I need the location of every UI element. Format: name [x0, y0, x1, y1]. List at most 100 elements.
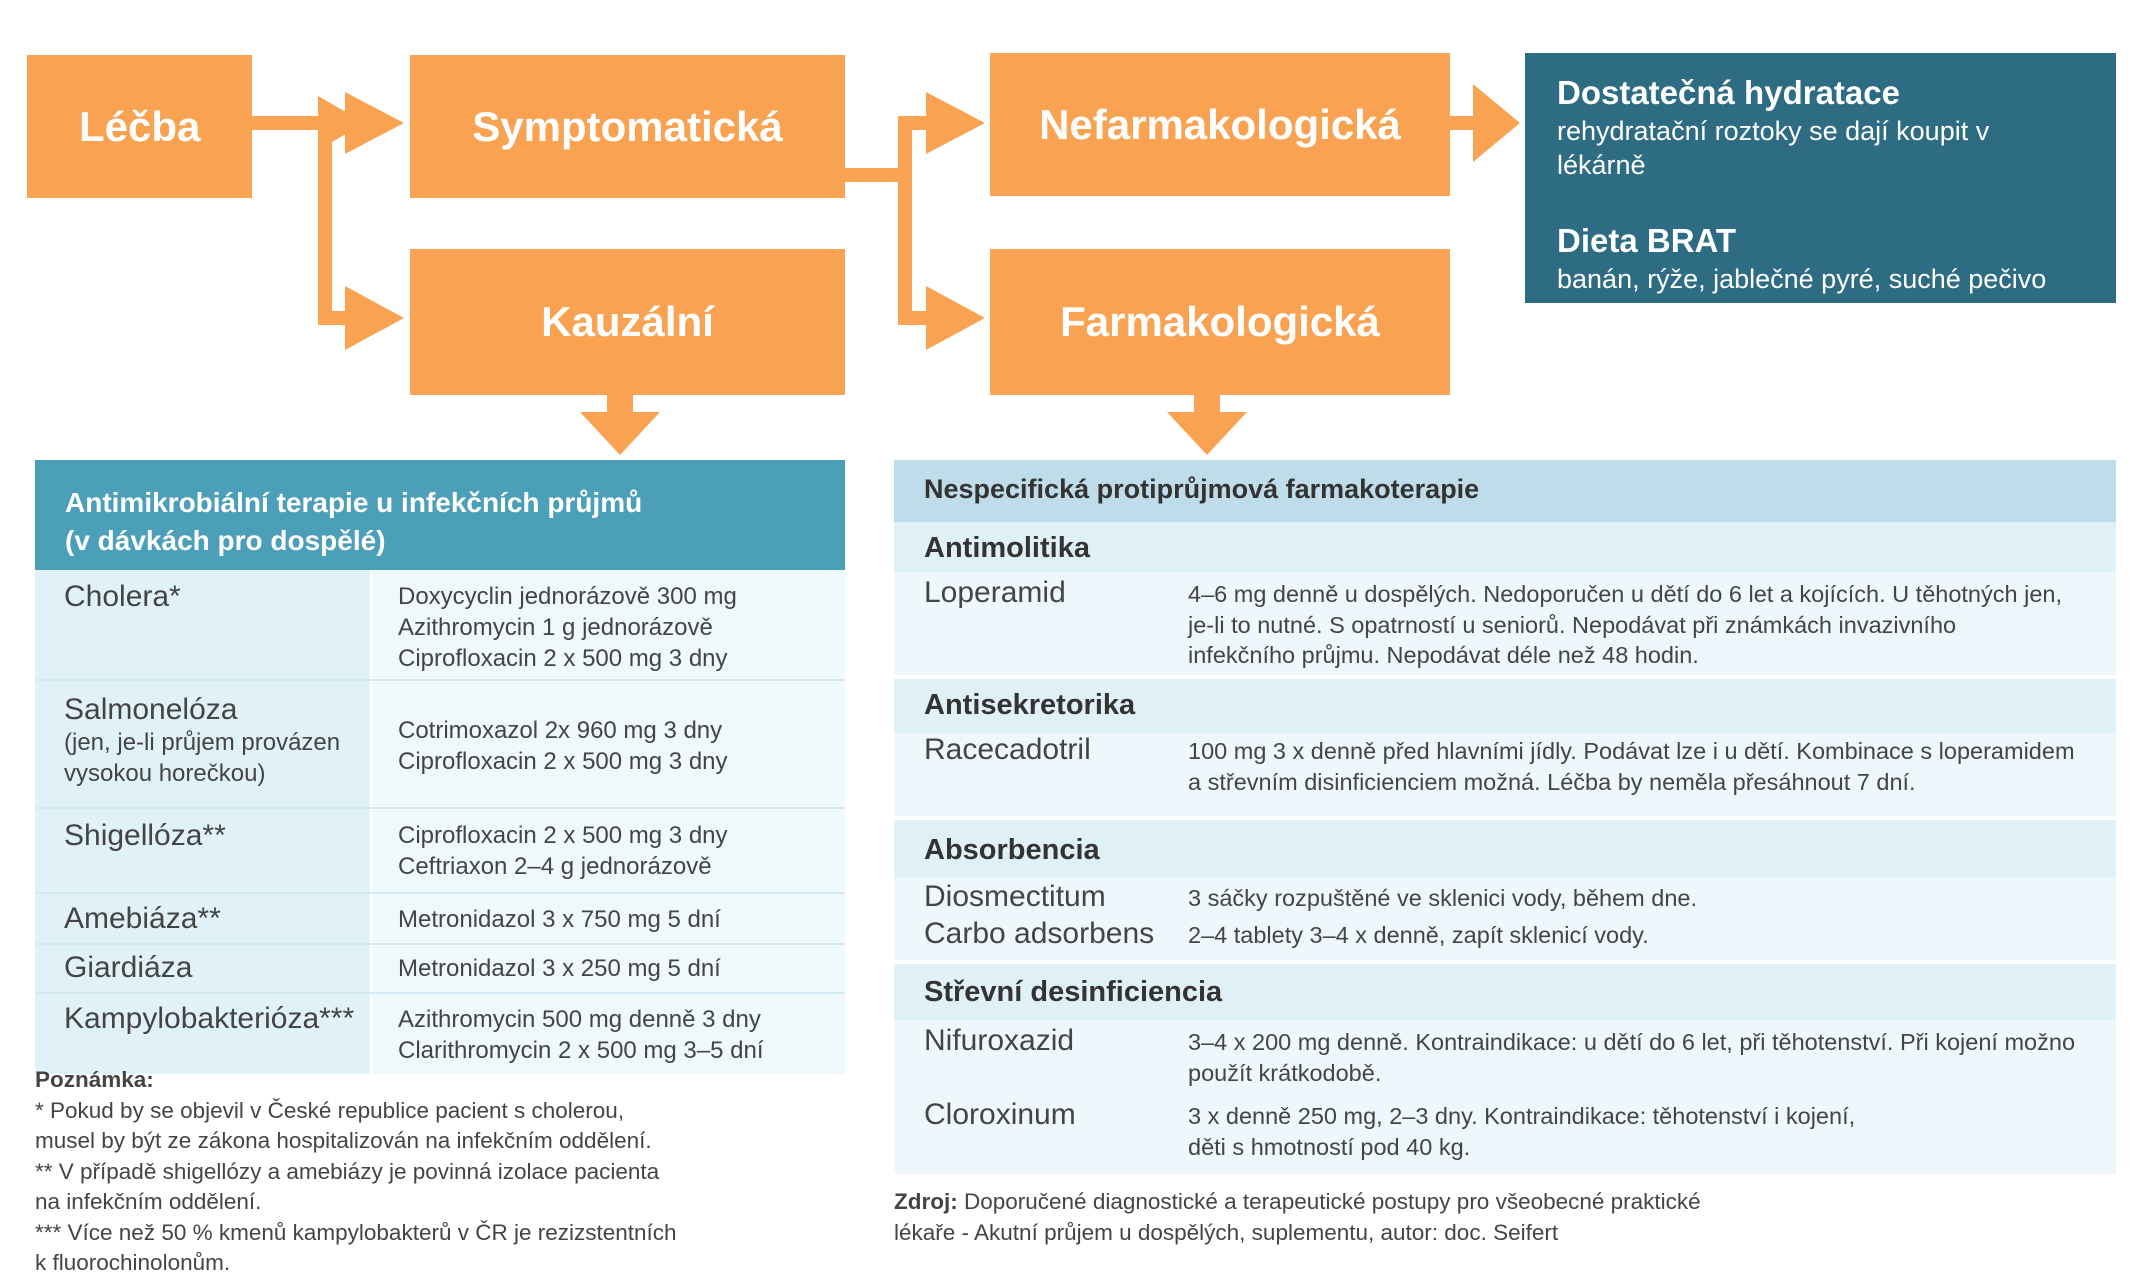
infection-label: Shigellóza** — [64, 819, 226, 852]
footnote-line: k fluorochinolonům. — [35, 1250, 231, 1275]
arrow-head-symptomaticka — [345, 92, 404, 154]
drug-row: Carbo adsorbens 2–4 tablety 3–4 x denně,… — [894, 914, 2116, 951]
desc-line: děti s hmotností pod 40 kg. — [1188, 1133, 1471, 1160]
drug-name: Diosmectitum — [924, 880, 1106, 913]
drug-item: Ceftriaxon 2–4 g jednorázově — [398, 853, 712, 880]
source-line-2: lékaře - Akutní průjem u dospělých, supl… — [894, 1219, 1559, 1245]
desc-line: použít krátkodobě. — [1188, 1059, 1382, 1086]
drug-list: Metronidazol 3 x 250 mg 5 dní — [372, 945, 845, 992]
drug-list: Cotrimoxazol 2x 960 mg 3 dny Ciprofloxac… — [372, 681, 845, 807]
drug-description: 3 x denně 250 mg, 2–3 dny. Kontraindikac… — [1188, 1098, 2116, 1162]
arrow-down-farmakologicka — [1167, 412, 1247, 455]
infection-label: Cholera* — [64, 580, 181, 613]
drug-list: Metronidazol 3 x 750 mg 5 dní — [372, 894, 845, 943]
category-title: Střevní desinficiencia — [894, 964, 2116, 1020]
infection-name: Amebiáza** — [35, 894, 370, 943]
drug-description: 100 mg 3 x denně před hlavními jídly. Po… — [1188, 733, 2116, 797]
section-antisekretorika: Antisekretorika Racecadotril 100 mg 3 x … — [894, 675, 2116, 816]
drug-name: Loperamid — [924, 576, 1066, 609]
section-absorbencia: Absorbencia Diosmectitum 3 sáčky rozpušt… — [894, 816, 2116, 960]
hydration-title: Dostatečná hydratace — [1557, 74, 1900, 111]
box-lecba: Léčba — [27, 55, 252, 198]
section-antimolitika: Antimolitika Loperamid 4–6 mg denně u do… — [894, 522, 2116, 675]
connector-symp-vertical — [898, 116, 912, 325]
hydration-box: Dostatečná hydratace rehydratační roztok… — [1525, 53, 2116, 303]
desc-line: 3 x denně 250 mg, 2–3 dny. Kontraindikac… — [1188, 1103, 1856, 1129]
drug-description: 3 sáčky rozpuštěné ve sklenici vody, běh… — [1188, 880, 2116, 914]
drug-name: Cloroxinum — [924, 1098, 1076, 1131]
box-nefarmakologicka: Nefarmakologická — [990, 53, 1450, 196]
source-line-1: Doporučené diagnostické a terapeutické p… — [957, 1189, 1701, 1214]
infection-name: Shigellóza** — [35, 809, 370, 892]
infection-name: Cholera* — [35, 570, 370, 679]
category-title: Antimolitika — [894, 522, 2116, 572]
desc-line: 4–6 mg denně u dospělých. Nedoporučen u … — [1188, 581, 2062, 607]
connector-nefarm-hydration — [1450, 116, 1480, 130]
connector-lecba-symptomaticka — [250, 116, 330, 130]
drug-item: Clarithromycin 2 x 500 mg 3–5 dní — [398, 1037, 764, 1064]
box-symptomaticka-label: Symptomatická — [472, 102, 783, 150]
source-label: Zdroj: — [894, 1189, 958, 1214]
hydration-text: rehydratační roztoky se dají koupit v lé… — [1557, 116, 1990, 180]
drug-item: Ciprofloxacin 2 x 500 mg 3 dny — [398, 822, 728, 849]
infection-label: Kampylobakterióza*** — [64, 1002, 355, 1035]
footnote-line: * Pokud by se objevil v České republice … — [35, 1097, 625, 1123]
box-farmakologicka: Farmakologická — [990, 249, 1450, 395]
antimicrobial-subtitle: (v dávkách pro dospělé) — [65, 525, 386, 556]
infection-label: Salmonelóza — [64, 693, 238, 726]
drug-item: Ciprofloxacin 2 x 500 mg 3 dny — [398, 748, 728, 775]
drug-name: Racecadotril — [924, 733, 1091, 766]
infection-name: Kampylobakterióza*** — [35, 994, 370, 1074]
category-title: Absorbencia — [894, 820, 2116, 878]
drug-item: Azithromycin 1 g jednorázově — [398, 614, 713, 641]
desc-line: 3 sáčky rozpuštěné ve sklenici vody, běh… — [1188, 885, 1698, 911]
desc-line: a střevním disinficienciem možná. Léčba … — [1188, 768, 1916, 795]
table-row: Cholera* Doxycyclin jednorázově 300 mg A… — [35, 570, 845, 681]
drug-description: 4–6 mg denně u dospělých. Nedoporučen u … — [1188, 576, 2116, 671]
infection-note: (jen, je-li průjem provázen vysokou hore… — [64, 729, 341, 787]
footnote-title: Poznámka: — [35, 1067, 154, 1092]
brat-title: Dieta BRAT — [1557, 222, 1737, 259]
connector-farm-down — [1194, 395, 1220, 417]
desc-line: je-li to nutné. S opatrností u seniorů. … — [1188, 611, 1957, 638]
drug-list: Azithromycin 500 mg denně 3 dny Clarithr… — [372, 994, 845, 1074]
drug-list: Doxycyclin jednorázově 300 mg Azithromyc… — [372, 570, 845, 679]
nonspecific-header: Nespecifická protiprůjmová farmakoterapi… — [894, 460, 2116, 522]
brat-text: banán, rýže, jablečné pyré, suché pečivo — [1557, 264, 2047, 294]
infection-label: Giardiáza — [64, 951, 193, 984]
footnote-line: musel by být ze zákona hospitalizován na… — [35, 1128, 652, 1153]
infection-name: Salmonelóza (jen, je-li průjem provázen … — [35, 681, 370, 807]
desc-line: 100 mg 3 x denně před hlavními jídly. Po… — [1188, 738, 2075, 764]
box-farmakologicka-label: Farmakologická — [1060, 298, 1380, 345]
drug-name: Carbo adsorbens — [924, 917, 1155, 950]
connector-symp-nefarm — [845, 168, 912, 182]
footnote-line: ** V případě shigellózy a amebiázy je po… — [35, 1158, 660, 1184]
connector-kauzalni-down — [607, 395, 633, 417]
antimicrobial-table: Antimikrobiální terapie u infekčních prů… — [35, 460, 845, 1074]
footnote-line: na infekčním oddělení. — [35, 1189, 262, 1214]
box-lecba-label: Léčba — [79, 102, 201, 150]
drug-row: Diosmectitum 3 sáčky rozpuštěné ve sklen… — [894, 878, 2116, 914]
connector-lecba-vertical — [318, 116, 332, 325]
drug-row: Racecadotril 100 mg 3 x denně před hlavn… — [894, 733, 2116, 797]
drug-item: Ciprofloxacin 2 x 500 mg 3 dny — [398, 645, 728, 672]
antimicrobial-header: Antimikrobiální terapie u infekčních prů… — [35, 460, 845, 570]
table-row: Amebiáza** Metronidazol 3 x 750 mg 5 dní — [35, 894, 845, 945]
desc-line: 3–4 x 200 mg denně. Kontraindikace: u dě… — [1188, 1029, 2076, 1055]
infection-name: Giardiáza — [35, 945, 370, 992]
box-kauzalni: Kauzální — [410, 249, 845, 395]
drug-item: Doxycyclin jednorázově 300 mg — [398, 583, 737, 610]
drug-description: 3–4 x 200 mg denně. Kontraindikace: u dě… — [1188, 1024, 2116, 1088]
desc-line: 2–4 tablety 3–4 x denně, zapít sklenicí … — [1188, 922, 1649, 948]
box-kauzalni-label: Kauzální — [541, 298, 714, 345]
drug-description: 2–4 tablety 3–4 x denně, zapít sklenicí … — [1188, 917, 2116, 951]
table-row: Salmonelóza (jen, je-li průjem provázen … — [35, 681, 845, 809]
arrow-head-hydration — [1473, 84, 1520, 162]
drug-item: Metronidazol 3 x 250 mg 5 dní — [398, 955, 721, 982]
table-row: Kampylobakterióza*** Azithromycin 500 mg… — [35, 994, 845, 1074]
arrow-head-farmakologicka — [926, 286, 985, 350]
drug-item: Azithromycin 500 mg denně 3 dny — [398, 1006, 761, 1033]
drug-row: Cloroxinum 3 x denně 250 mg, 2–3 dny. Ko… — [894, 1088, 2116, 1162]
footnote: Poznámka: * Pokud by se objevil v České … — [35, 1065, 835, 1279]
